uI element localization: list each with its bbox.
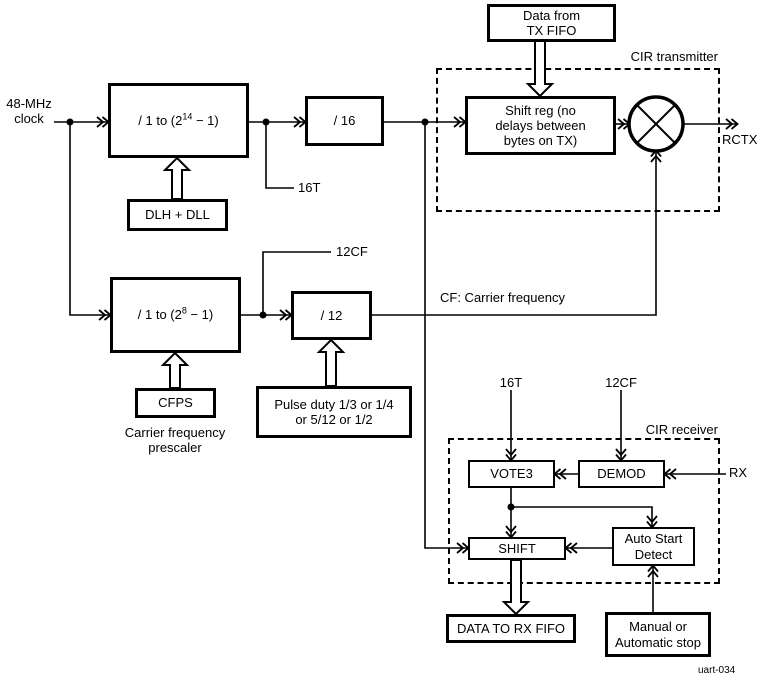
block-cfps: CFPS — [135, 388, 216, 418]
arrow-shift-to-rxfifo — [501, 559, 531, 616]
divider-main-exponent: 14 — [182, 111, 193, 122]
block-div12-label: / 12 — [320, 307, 343, 323]
label-cir-receiver: CIR receiver — [645, 422, 718, 437]
block-div12: / 12 — [291, 291, 372, 340]
block-dlh-dll-label: DLH + DLL — [145, 207, 210, 223]
block-vote3-label: VOTE3 — [490, 466, 533, 482]
label-16t-tap: 16T — [298, 180, 321, 195]
block-shift: SHIFT — [468, 537, 566, 560]
block-pulse-duty: Pulse duty 1/3 or 1/4 or 5/12 or 1/2 — [256, 386, 412, 438]
block-manual-stop: Manual or Automatic stop — [605, 612, 711, 657]
arrow-pulseduty-to-div12 — [316, 338, 346, 387]
block-vote3: VOTE3 — [468, 460, 555, 488]
block-data-from-tx-fifo: Data from TX FIFO — [487, 4, 616, 42]
block-shift-reg-label: Shift reg (no delays between bytes on TX… — [495, 102, 586, 149]
junction-dot — [66, 118, 74, 126]
block-cfps-label: CFPS — [158, 395, 193, 411]
block-div16: / 16 — [305, 96, 384, 146]
label-carrier-frequency-prescaler: Carrier frequency prescaler — [124, 425, 226, 456]
block-demod: DEMOD — [578, 460, 665, 488]
block-demod-label: DEMOD — [597, 466, 646, 482]
connector-12cf-tap — [262, 251, 331, 315]
block-data-to-rx-fifo: DATA TO RX FIFO — [446, 614, 576, 643]
arrow-dlhdll-to-divmain — [162, 156, 192, 200]
junction-dots — [66, 118, 515, 511]
connector-16t-tap — [265, 122, 294, 189]
connector-clock-branch — [69, 122, 112, 321]
cir-receiver-region — [448, 438, 720, 584]
connector-vote3-to-autostart — [511, 506, 658, 529]
block-divider-main: / 1 to (214 − 1) — [108, 83, 249, 158]
block-auto-start-detect-label: Auto Start Detect — [624, 531, 683, 562]
label-12cf-rx: 12CF — [605, 375, 637, 390]
label-48mhz-clock: 48-MHz clock — [6, 96, 52, 127]
junction-dot — [262, 118, 270, 126]
block-divider-carrier-label: / 1 to (28 − 1) — [137, 306, 214, 323]
label-16t-rx: 16T — [499, 375, 523, 390]
block-manual-stop-label: Manual or Automatic stop — [615, 619, 701, 650]
block-shift-label: SHIFT — [498, 540, 536, 556]
label-cir-transmitter: CIR transmitter — [630, 49, 718, 64]
junction-dot — [421, 118, 429, 126]
block-dlh-dll: DLH + DLL — [127, 199, 228, 231]
label-rx: RX — [729, 465, 748, 480]
cir-transmitter-region — [436, 68, 720, 212]
label-cf-note: CF: Carrier frequency — [440, 290, 565, 305]
block-auto-start-detect: Auto Start Detect — [612, 527, 695, 566]
junction-dot — [259, 311, 267, 319]
connector-16t-to-shift — [424, 122, 470, 554]
arrow-cfps-to-divcarrier — [160, 351, 190, 389]
label-figure-id: uart-034 — [698, 665, 736, 676]
label-12cf-tap: 12CF — [336, 244, 368, 259]
block-divider-main-label: / 1 to (214 − 1) — [138, 111, 219, 128]
connector-cf-to-mixer — [372, 149, 662, 316]
junction-dot — [507, 503, 515, 511]
block-divider-carrier: / 1 to (28 − 1) — [110, 277, 241, 353]
block-div16-label: / 16 — [333, 113, 356, 129]
block-shift-reg: Shift reg (no delays between bytes on TX… — [465, 96, 616, 155]
mixer-symbol — [627, 95, 685, 153]
divider-carrier-exponent: 8 — [181, 306, 187, 316]
block-data-to-rx-fifo-label: DATA TO RX FIFO — [456, 620, 566, 636]
block-pulse-duty-label: Pulse duty 1/3 or 1/4 or 5/12 or 1/2 — [274, 396, 394, 427]
block-data-from-tx-fifo-label: Data from TX FIFO — [522, 7, 581, 38]
arrow-txfifo-to-shiftreg — [525, 40, 555, 98]
label-rctx: RCTX — [722, 132, 757, 147]
